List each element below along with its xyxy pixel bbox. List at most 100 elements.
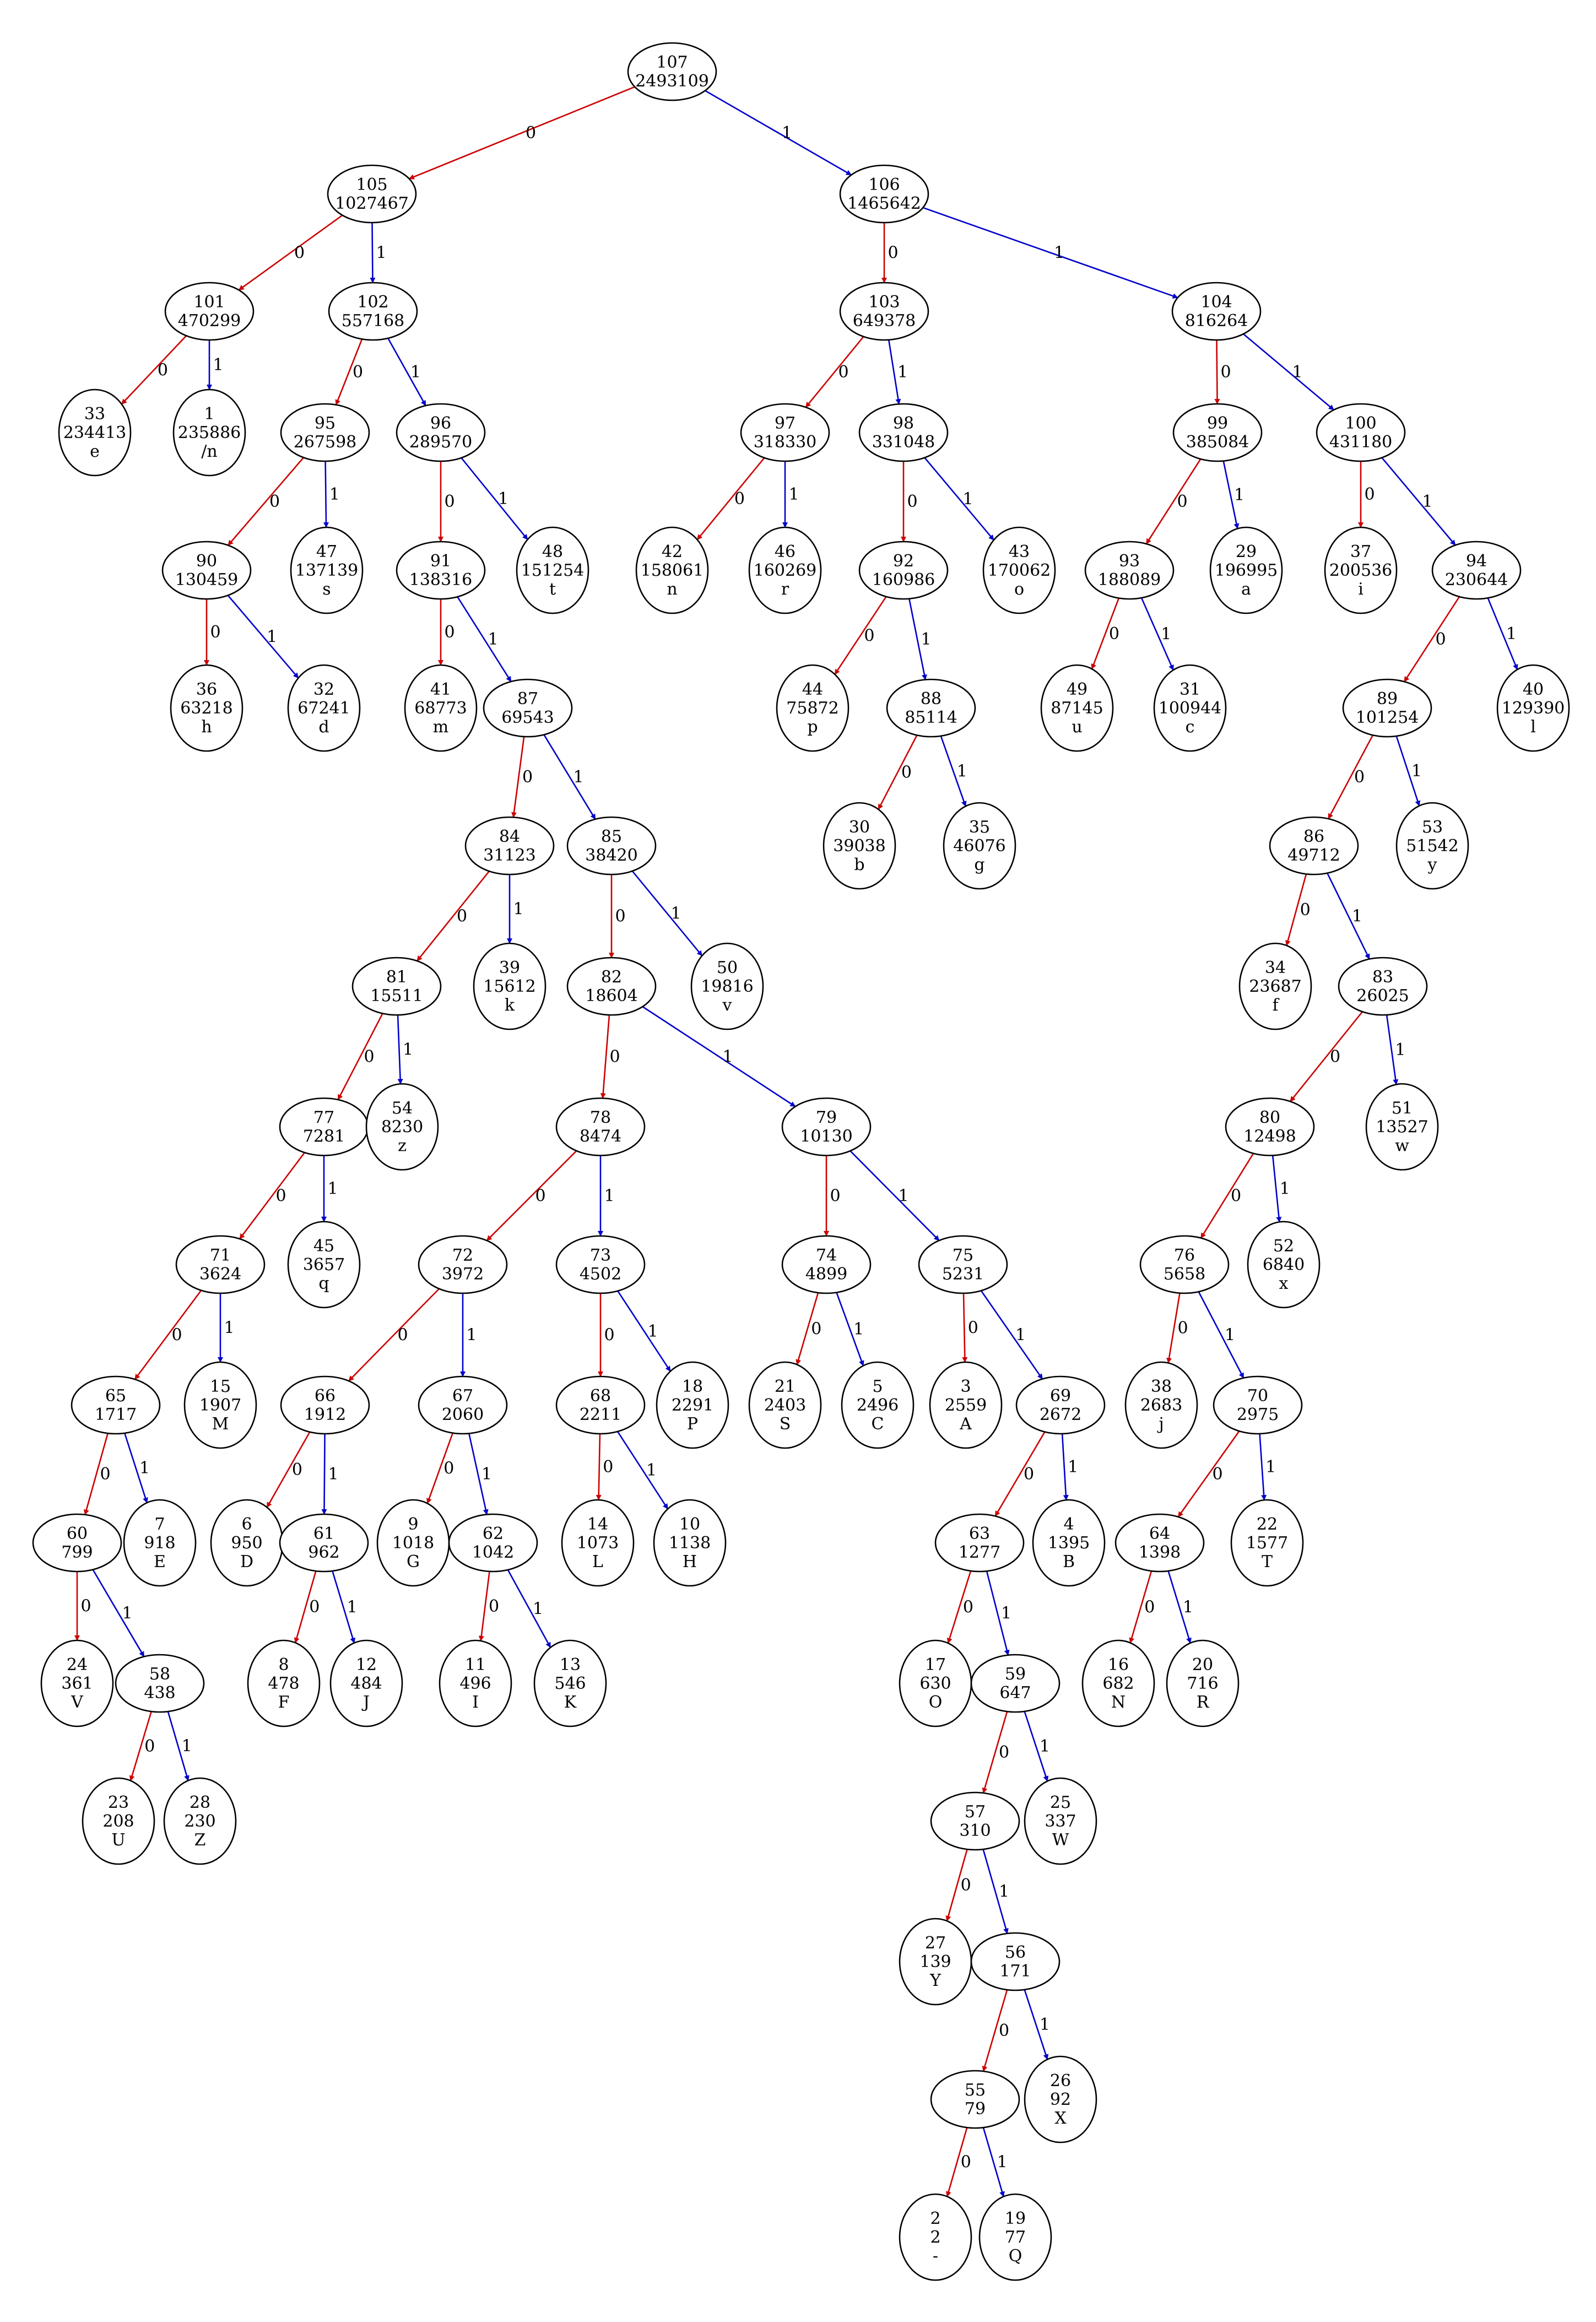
node-ellipse [1316,403,1406,462]
edge-label: 1 [573,768,583,787]
node-symbol-label: Q [1009,2247,1022,2266]
node-ellipse [1365,1083,1439,1171]
node-id-label: 37 [1350,542,1371,561]
node-symbol-label: r [781,580,789,599]
node-id-label: 7 [154,1515,165,1534]
node-ellipse [123,1499,197,1587]
node-ellipse [280,1375,370,1435]
node-id-label: 95 [315,414,336,433]
edge-label: 1 [328,1465,338,1484]
node-id-label: 54 [392,1099,413,1118]
node-id-label: 104 [1200,293,1232,312]
node-weight-label: 1073 [577,1533,619,1553]
node-ellipse [1124,1361,1198,1449]
node-ellipse [781,1235,872,1294]
node-ellipse [32,1513,122,1573]
node-symbol-label: T [1262,1552,1273,1572]
edge-56-to-26 [1024,1989,1049,2060]
node-ellipse [858,541,949,600]
edge-100-to-94 [1381,457,1456,546]
edge-83-to-80 [1290,1011,1363,1102]
node-symbol-label: B [1063,1552,1075,1572]
node-ellipse [183,1361,257,1449]
node-weight-label: 160986 [872,570,935,590]
node-id-label: 49 [1067,680,1088,699]
node-weight-label: 68773 [414,699,467,718]
node-id-label: 65 [105,1386,126,1406]
node-id-label: 64 [1149,1524,1170,1543]
node-ellipse [970,1654,1061,1713]
node-weight-label: 1717 [95,1405,137,1424]
edge-label: 1 [646,1461,657,1480]
node-ellipse [247,1639,321,1727]
edge-57-to-56 [982,1849,1009,1934]
edge-89-to-53 [1395,736,1421,807]
edge-71-to-65 [134,1290,202,1380]
edge-80-to-52 [1272,1155,1282,1223]
node-id-label: 62 [483,1524,504,1543]
edge-88-to-30 [878,735,918,810]
node-weight-label: 2211 [580,1405,621,1424]
edge-74-to-5 [836,1292,864,1367]
node-ellipse [327,164,417,224]
node-ellipse [1040,664,1114,752]
node-id-label: 40 [1523,680,1544,699]
node-weight-label: 69543 [501,708,554,727]
edge-label: 1 [347,1597,358,1617]
node-id-label: 68 [590,1386,611,1406]
node-id-label: 12 [356,1655,377,1675]
edge-59-to-25 [1024,1711,1049,1782]
edge-label: 0 [292,1460,302,1479]
node-weight-label: 3657 [303,1255,345,1275]
node-id-label: 80 [1259,1108,1280,1127]
node-id-label: 36 [196,680,217,699]
node-ellipse [473,942,547,1030]
node-weight-label: 2493109 [635,72,709,91]
node-ellipse [82,1777,155,1865]
node-weight-label: 310 [959,1821,991,1840]
node-weight-label: 13527 [1376,1117,1428,1137]
node-ellipse [1209,526,1283,614]
node-symbol-label: e [90,442,100,461]
node-ellipse [1032,1499,1106,1587]
edge-label: 0 [603,1457,613,1477]
node-weight-label: 918 [144,1533,175,1553]
node-weight-label: 1398 [1139,1543,1181,1562]
node-ellipse [172,388,246,477]
node-id-label: 101 [193,293,225,312]
edge-label: 0 [811,1319,821,1338]
node-weight-label: 19816 [701,977,753,996]
node-symbol-label: - [933,2247,938,2266]
edge-label: 1 [1411,762,1422,781]
node-weight-label: 649378 [853,311,916,331]
edge-label: 1 [921,630,931,649]
edge-70-to-22 [1259,1433,1267,1501]
node-symbol-label: F [278,1693,290,1712]
node-ellipse [1324,526,1398,614]
node-id-label: 50 [717,958,738,978]
node-ellipse [287,664,361,752]
node-ellipse [1230,1499,1304,1587]
node-id-label: 42 [662,542,683,561]
edge-69-to-4 [1061,1433,1069,1501]
